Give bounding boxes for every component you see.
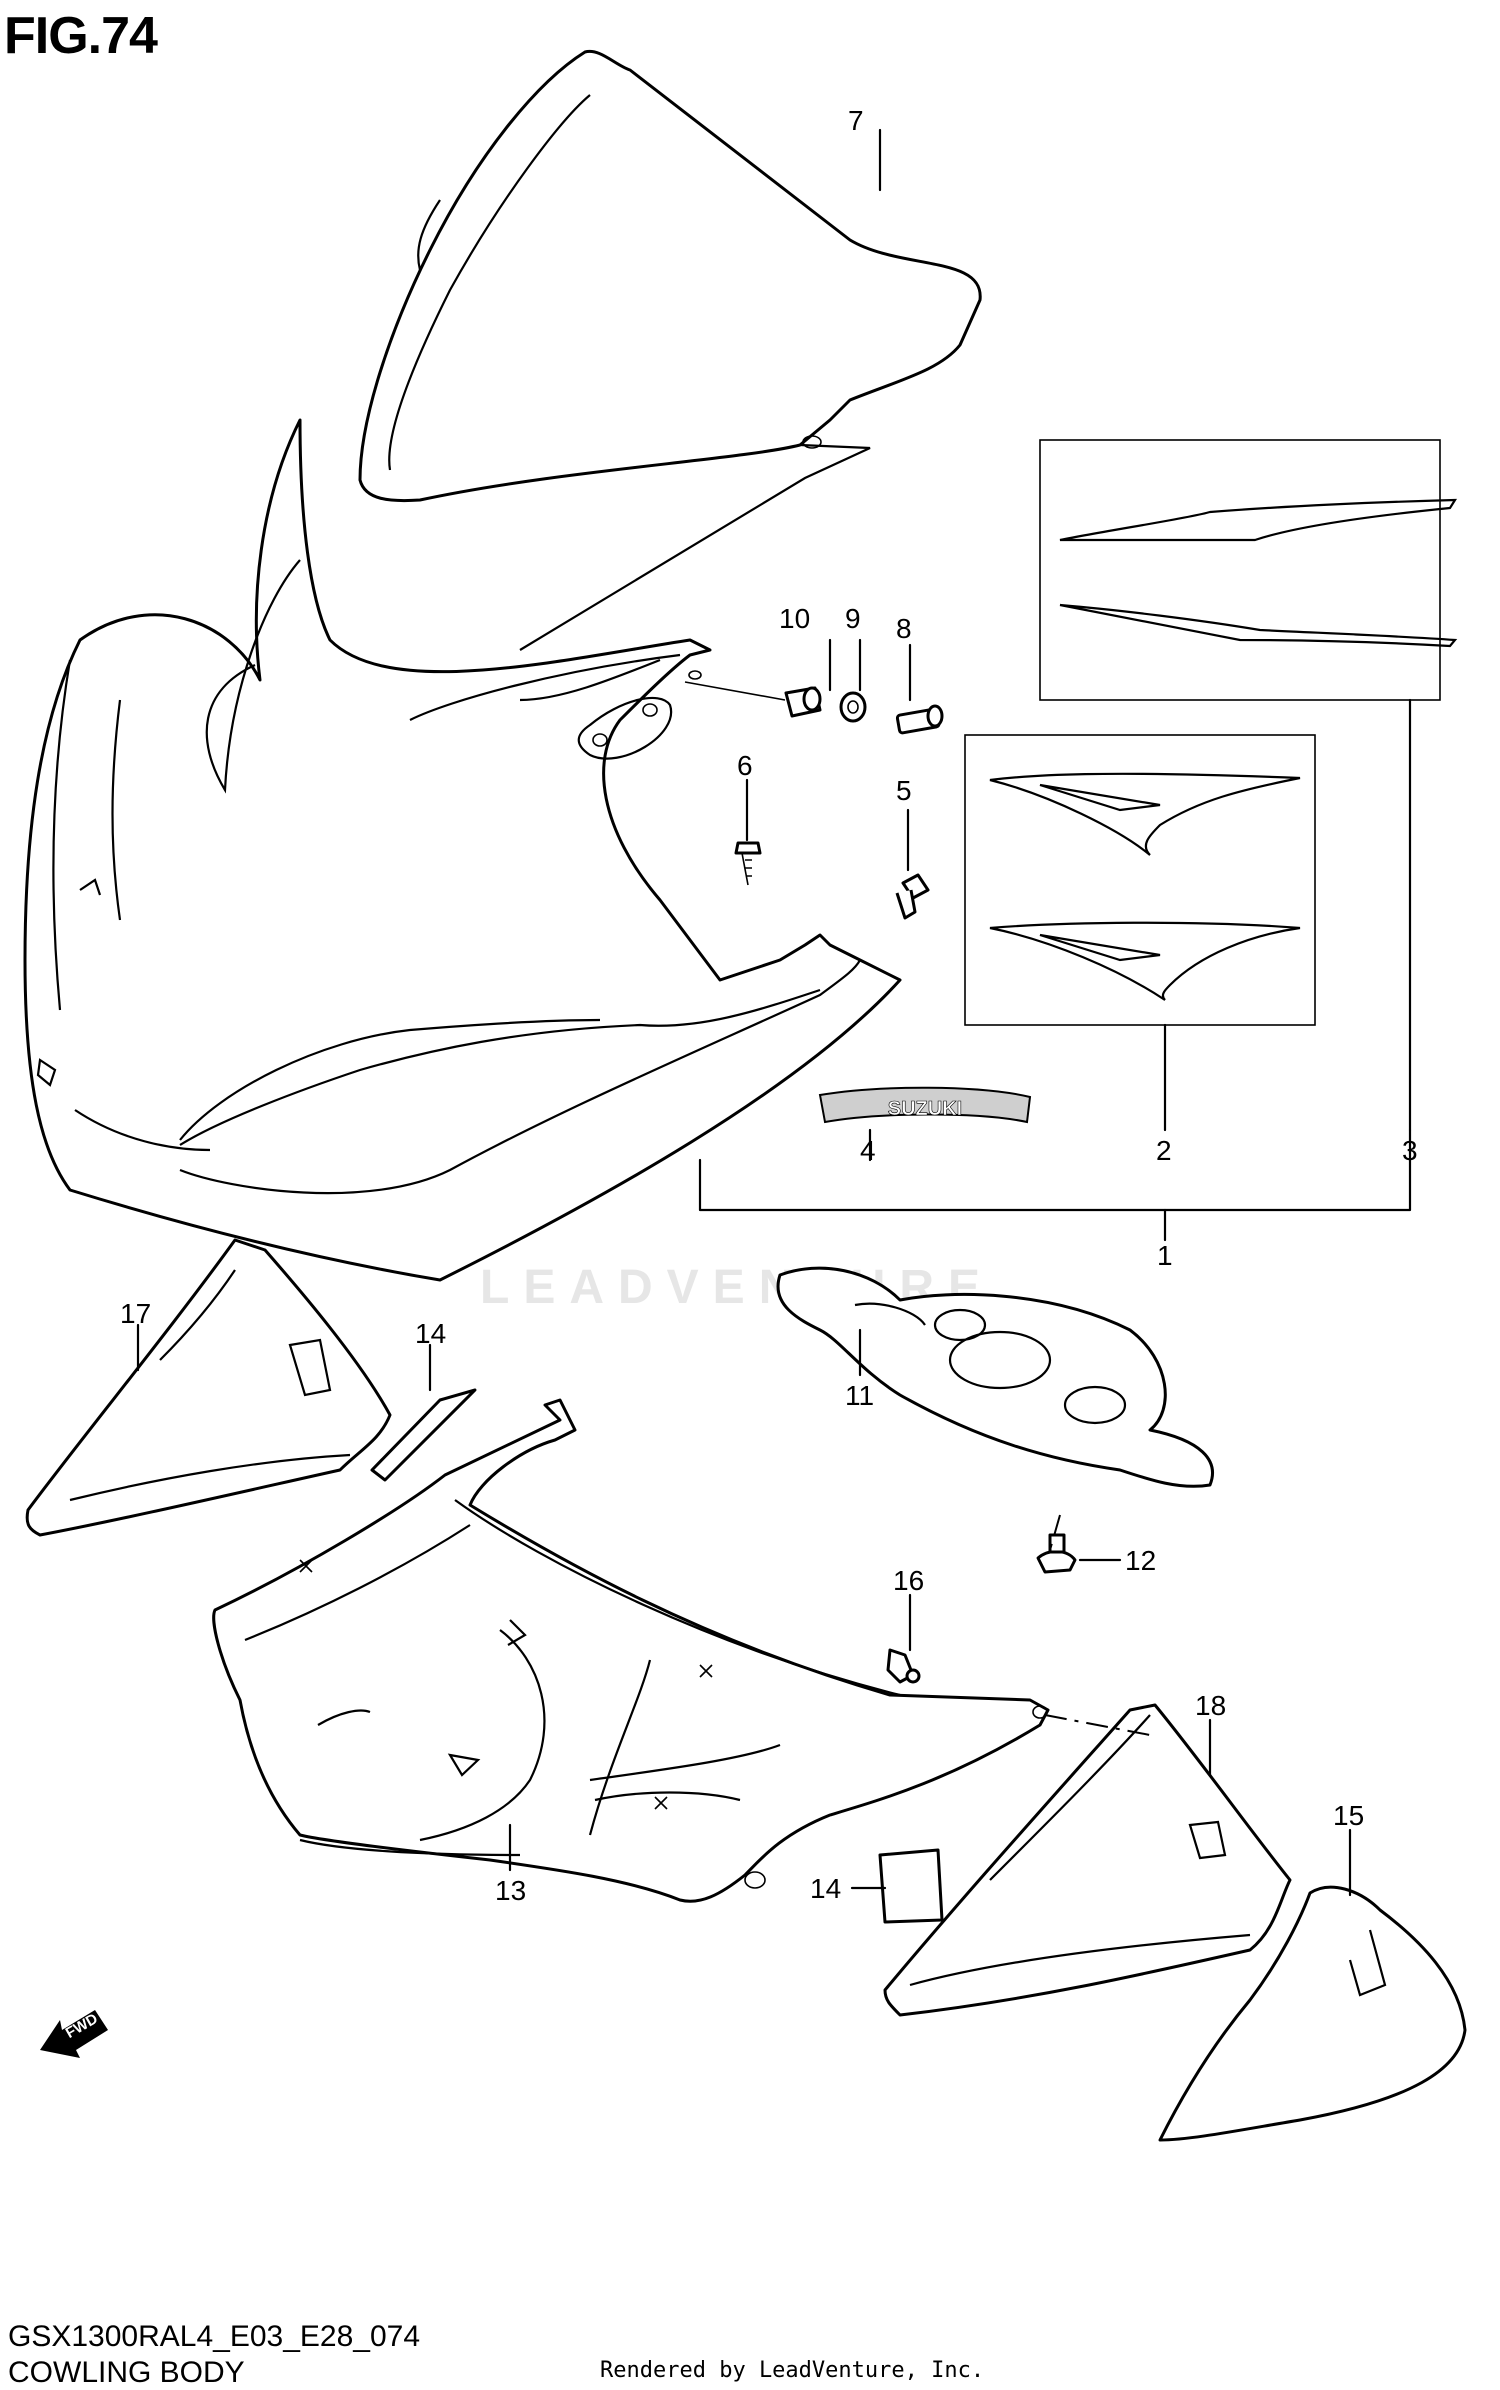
- callout-1: 1: [1157, 1240, 1173, 1271]
- emblem-text: SUZUKI: [888, 1098, 962, 1120]
- leader-lines: [136, 128, 1412, 1897]
- strip-14-upper: [370, 1388, 477, 1482]
- inner-panel-16: [25, 1238, 392, 1537]
- callout-8: 8: [896, 613, 912, 644]
- clip-15: [886, 1648, 921, 1684]
- side-panel-18: [1158, 1885, 1467, 2142]
- callout-15: 16: [893, 1565, 924, 1596]
- callout-10: 10: [779, 603, 810, 634]
- callout-3: 3: [1402, 1135, 1418, 1166]
- callout-14-upper: 14: [415, 1318, 446, 1349]
- diagram-name: COWLING BODY: [8, 2356, 245, 2389]
- callout-12: 12: [1125, 1545, 1156, 1576]
- callout-13: 13: [495, 1875, 526, 1906]
- frame-bracket: [776, 1266, 1214, 1488]
- callout-numbers: 7 10 9 8 6 5 4 2 3 1 11 12 16 13 14 17 1…: [120, 105, 1418, 1906]
- screw-12: [1036, 1533, 1077, 1574]
- stripe-set-3: [1039, 439, 1458, 701]
- callout-7: 7: [848, 105, 864, 136]
- inner-panel-17: [883, 1703, 1292, 2017]
- figure-title: FIG.74: [4, 7, 158, 65]
- callout-5: 5: [896, 775, 912, 806]
- suzuki-emblem: SUZUKI: [818, 1086, 1032, 1124]
- under-cowling-13: [212, 1398, 1050, 1903]
- pad-14-lower: [878, 1848, 944, 1924]
- callout-2: 2: [1156, 1135, 1172, 1166]
- callout-17: 18: [1195, 1690, 1226, 1721]
- callout-9: 9: [845, 603, 861, 634]
- diagram-code: GSX1300RAL4_E03_E28_074: [8, 2320, 421, 2353]
- callout-18: 15: [1333, 1800, 1364, 1831]
- callout-11: 11: [845, 1380, 874, 1411]
- callout-16: 17: [120, 1298, 151, 1329]
- callout-6: 6: [737, 750, 753, 781]
- rendered-by-credit: Rendered by LeadVenture, Inc.: [600, 2358, 985, 2383]
- fwd-arrow-icon: FWD: [40, 2010, 108, 2058]
- callout-14-lower: 14: [810, 1873, 841, 1904]
- upper-cowling: [23, 418, 902, 1282]
- callout-4: 4: [860, 1135, 876, 1166]
- windscreen: [358, 49, 982, 651]
- fasteners-upper: [684, 681, 944, 920]
- stripe-set-2: [964, 734, 1316, 1026]
